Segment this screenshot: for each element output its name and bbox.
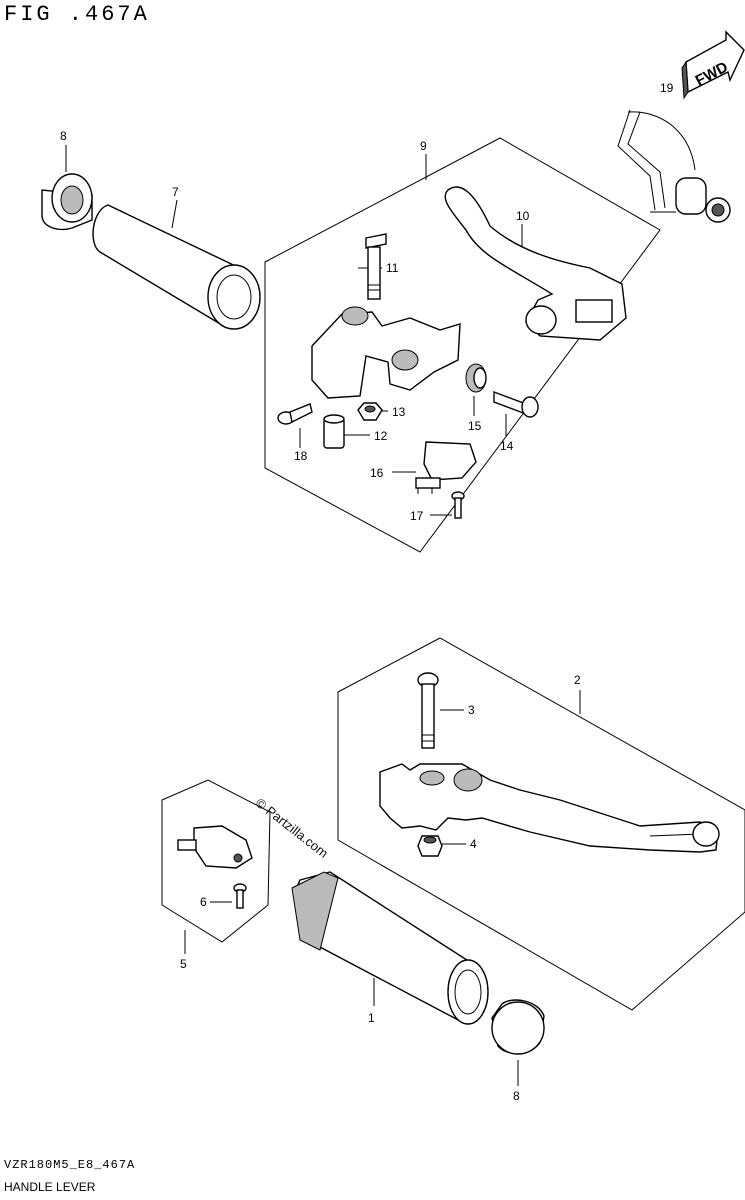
assembly-outline-5 [161, 779, 271, 943]
callout-17: 17 [410, 509, 424, 523]
pivot-bolt-lower [417, 672, 439, 749]
bar-end-weight-upper [41, 173, 93, 231]
callout-8-lower: 8 [513, 1089, 520, 1103]
callout-7: 7 [172, 185, 179, 199]
brake-switch [177, 825, 253, 869]
callout-5: 5 [180, 957, 187, 971]
callout-11: 11 [386, 261, 399, 275]
callout-8-upper: 8 [60, 129, 67, 143]
callout-6: 6 [200, 895, 207, 909]
callout-13: 13 [392, 405, 406, 419]
callout-10: 10 [516, 209, 530, 223]
lever-holder-upper [311, 306, 461, 399]
callout-4: 4 [470, 837, 477, 851]
callout-12: 12 [374, 429, 388, 443]
model-code: VZR180M5_E8_467A [4, 1158, 136, 1172]
callout-18: 18 [294, 449, 308, 463]
collar-spacer [323, 414, 345, 449]
pivot-bolt-14 [493, 390, 539, 418]
brake-lever-assembly [379, 763, 720, 853]
callout-9: 9 [420, 139, 427, 153]
throttle-grip [291, 871, 489, 1025]
assembly-outline-2 [337, 637, 745, 1011]
callout-14: 14 [500, 439, 514, 453]
callout-2: 2 [574, 673, 581, 687]
handlebar-end [617, 109, 731, 223]
assembly-outline-9 [264, 137, 661, 553]
pivot-bolt [365, 233, 387, 300]
callout-15: 15 [468, 419, 482, 433]
hex-nut-lower [417, 835, 443, 857]
callout-16: 16 [370, 466, 384, 480]
callout-1: 1 [368, 1011, 375, 1025]
fwd-arrow-icon: FWD [681, 30, 745, 100]
handlebar-grip-upper [92, 204, 261, 330]
screw-6 [233, 883, 247, 909]
lever-adjuster [465, 363, 487, 393]
clutch-lever [444, 186, 627, 341]
callout-19: 19 [660, 81, 674, 95]
figure-title: FIG .467A [4, 2, 150, 27]
screw-18 [277, 403, 313, 425]
hex-nut-upper [357, 402, 383, 421]
clutch-switch [415, 441, 477, 494]
bar-end-weight-lower [491, 999, 545, 1055]
callout-3: 3 [468, 703, 475, 717]
section-name: HANDLE LEVER [4, 1180, 96, 1194]
screw-17 [451, 491, 465, 519]
